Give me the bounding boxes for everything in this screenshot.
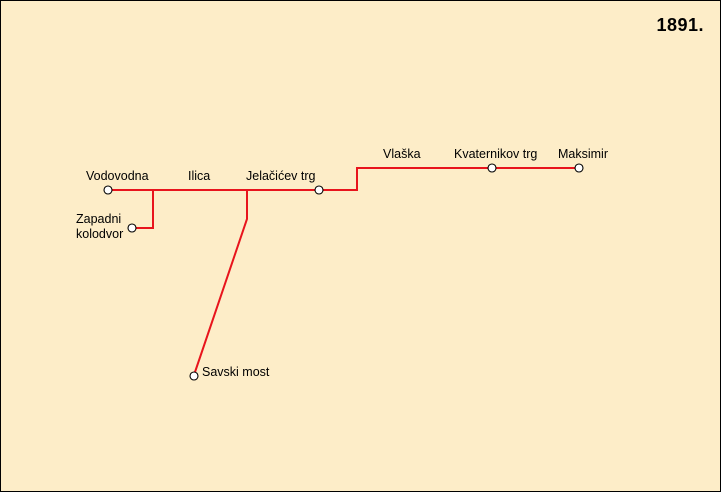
station-label-savski-most: Savski most (202, 365, 270, 379)
station-marker-jelacicev-trg (314, 185, 324, 195)
map-year: 1891. (656, 15, 704, 35)
station-marker-kvaternikov-trg (487, 163, 497, 173)
street-label-ilica: Ilica (188, 169, 211, 183)
station-marker-vodovodna (103, 185, 113, 195)
station-marker-savski-most (189, 371, 199, 381)
station-marker-maksimir (574, 163, 584, 173)
tram-line-zapadni-branch (132, 190, 154, 229)
tram-line-main (108, 167, 579, 191)
station-label-zapadni-kolodvor-line2: kolodvor (76, 227, 124, 241)
tram-line-savski-branch (193, 190, 248, 376)
station-label-maksimir: Maksimir (558, 147, 608, 161)
station-label-jelacicev-trg: Jelačićev trg (246, 169, 316, 183)
station-marker-zapadni-kolodvor (127, 223, 137, 233)
station-label-kvaternikov-trg: Kvaternikov trg (454, 147, 538, 161)
station-label-zapadni-kolodvor-line1: Zapadni (76, 212, 122, 226)
street-label-vlaska: Vlaška (383, 147, 421, 161)
station-label-vodovodna: Vodovodna (86, 169, 149, 183)
